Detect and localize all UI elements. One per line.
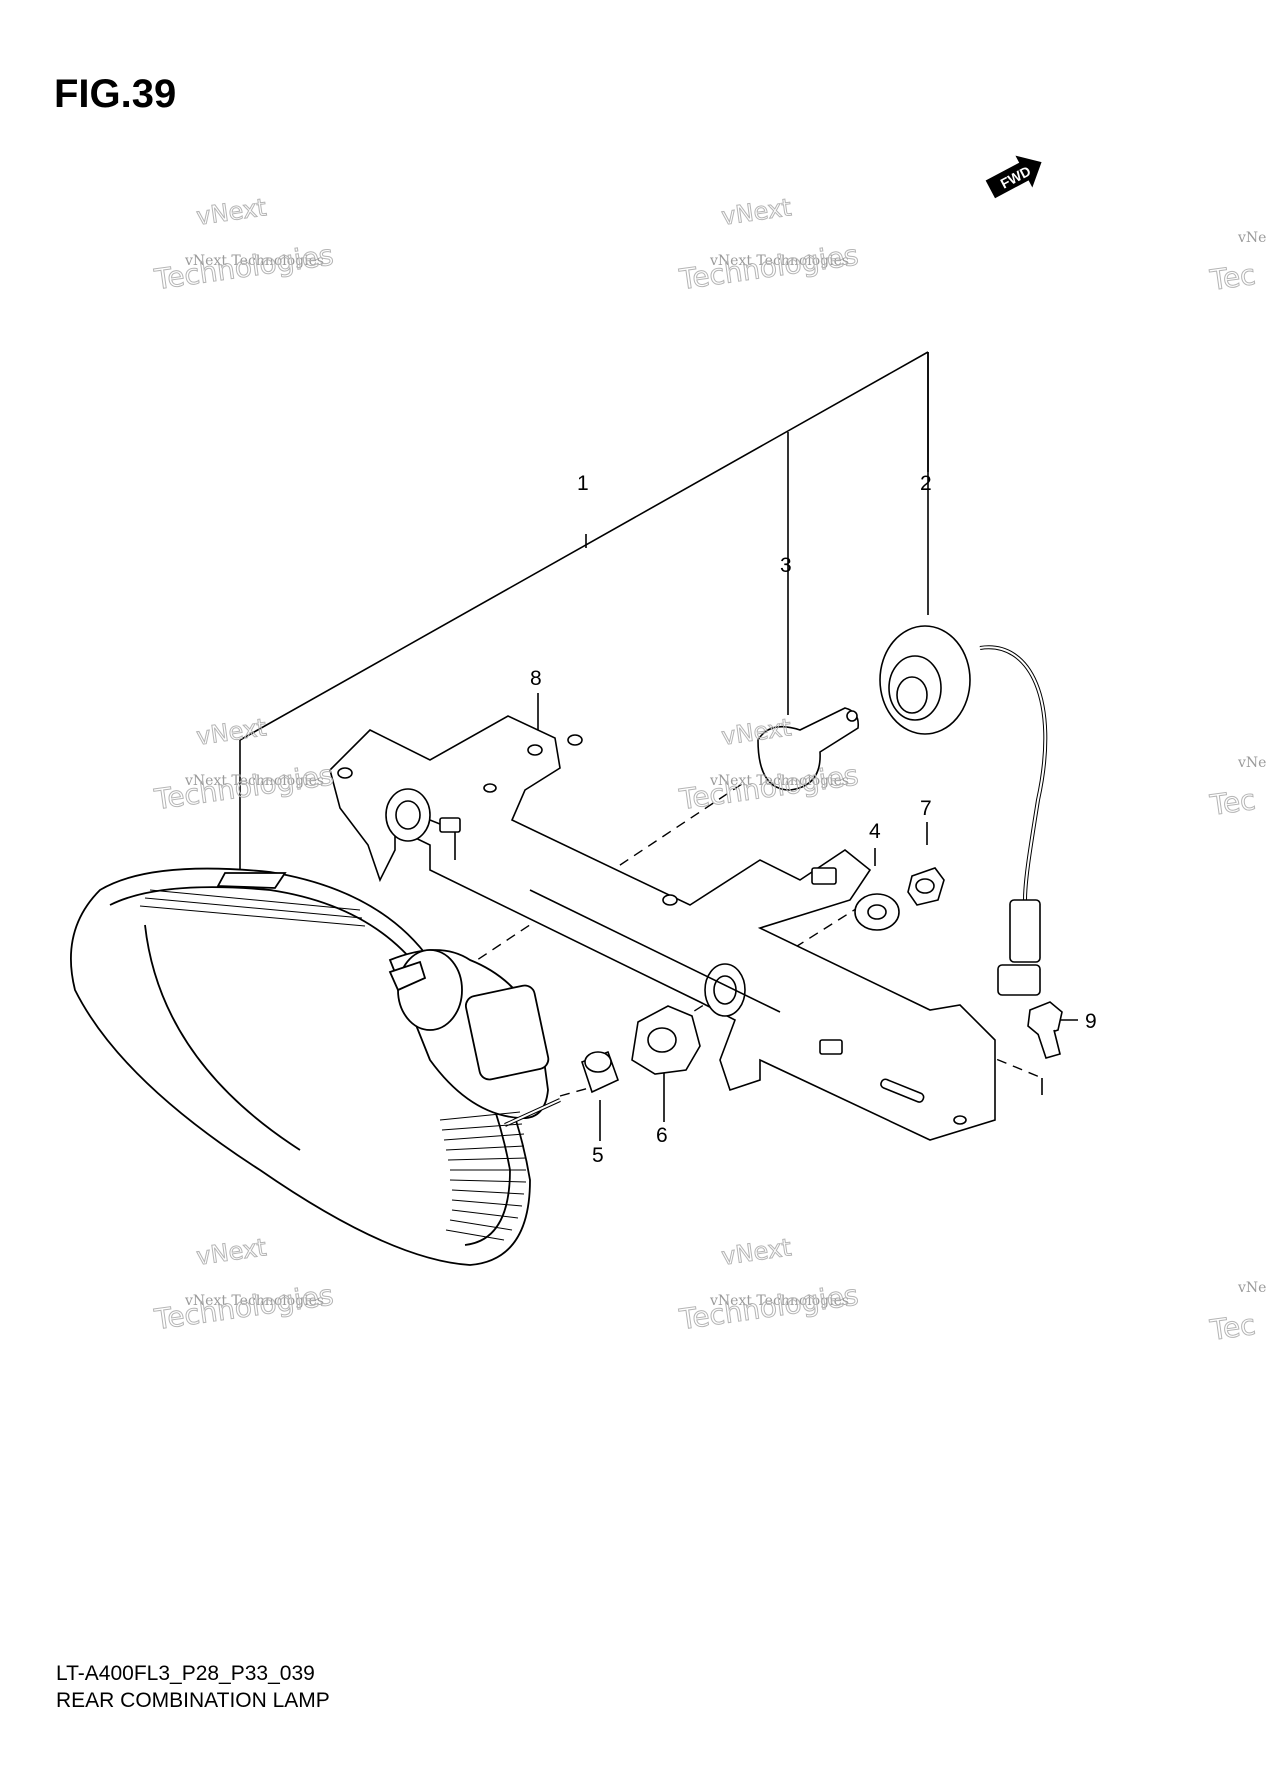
callout-1: 1 xyxy=(577,472,589,495)
svg-text:vNext Technologies: vNext Technologies xyxy=(709,1293,849,1309)
callout-labels: 1 2 3 4 5 6 7 8 9 xyxy=(530,472,1097,1167)
svg-text:Tec: Tec xyxy=(1207,1308,1257,1347)
svg-text:vNext Technologies: vNext Technologies xyxy=(709,773,849,789)
svg-text:vNext: vNext xyxy=(720,193,793,230)
callout-7: 7 xyxy=(920,797,932,820)
lamp-housing xyxy=(70,867,561,1266)
svg-text:vNext: vNext xyxy=(720,1233,793,1270)
fwd-arrow-icon: FWD xyxy=(985,155,1042,199)
svg-text:vNe: vNe xyxy=(1237,230,1266,246)
callout-5: 5 xyxy=(592,1144,604,1167)
callout-4: 4 xyxy=(869,820,881,843)
svg-text:Technologies: Technologies xyxy=(152,1278,336,1336)
svg-text:Tec: Tec xyxy=(1207,783,1257,822)
leader-lines xyxy=(239,351,1078,1141)
svg-text:Technologies: Technologies xyxy=(677,238,861,296)
figure-title: FIG.39 xyxy=(54,72,177,116)
bulb xyxy=(757,707,860,791)
callout-9: 9 xyxy=(1085,1010,1097,1033)
svg-text:vNext Technologies: vNext Technologies xyxy=(184,773,324,789)
svg-text:vNext Technologies: vNext Technologies xyxy=(709,253,849,269)
svg-text:vNext Technologies: vNext Technologies xyxy=(184,1293,324,1309)
svg-text:vNext: vNext xyxy=(195,193,268,230)
callout-8: 8 xyxy=(530,667,542,690)
svg-text:vNext Technologies: vNext Technologies xyxy=(184,253,324,269)
svg-text:vNe: vNe xyxy=(1237,755,1266,771)
grommet-collar xyxy=(580,1005,701,1094)
svg-text:Technologies: Technologies xyxy=(677,1278,861,1336)
svg-text:vNext: vNext xyxy=(195,1233,268,1270)
callout-3: 3 xyxy=(780,554,792,577)
svg-text:vNe: vNe xyxy=(1237,1280,1266,1296)
svg-text:Technologies: Technologies xyxy=(152,758,336,816)
figure-name: REAR COMBINATION LAMP xyxy=(56,1689,330,1712)
model-code: LT-A400FL3_P28_P33_039 xyxy=(56,1662,315,1685)
socket-harness xyxy=(879,625,1048,996)
callout-2: 2 xyxy=(920,472,932,495)
callout-6: 6 xyxy=(656,1124,668,1147)
bracket xyxy=(329,715,996,1141)
svg-text:Tec: Tec xyxy=(1207,258,1257,297)
svg-text:Technologies: Technologies xyxy=(152,238,336,296)
svg-text:vNext: vNext xyxy=(195,713,268,750)
fasteners xyxy=(854,867,1063,1059)
